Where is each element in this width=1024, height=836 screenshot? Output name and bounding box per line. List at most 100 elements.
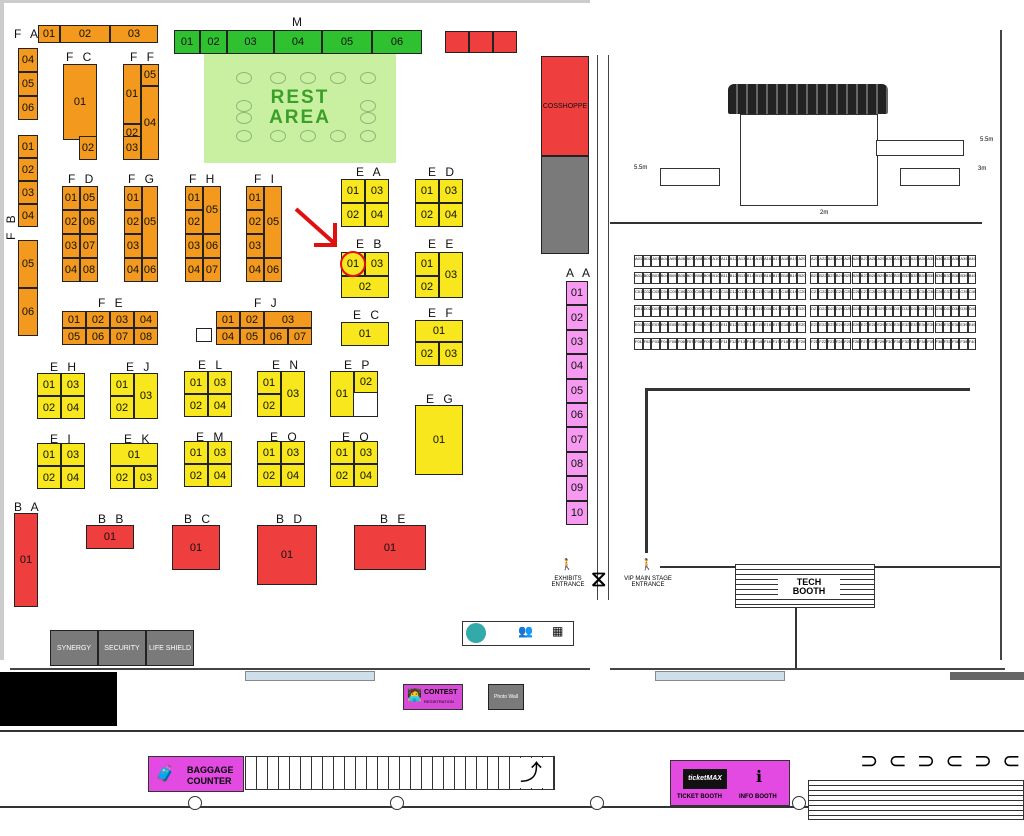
seat[interactable]: F04 — [659, 337, 669, 350]
booth-m-03[interactable]: 03 — [227, 30, 274, 54]
seat[interactable]: F22 — [818, 337, 827, 350]
seat[interactable]: F26 — [851, 337, 860, 350]
seat[interactable]: F34 — [917, 337, 927, 350]
seat[interactable]: A10 — [711, 255, 720, 267]
booth-ei-01[interactable]: 01 — [37, 443, 61, 466]
booth-ei-04[interactable]: 04 — [61, 466, 85, 489]
seat[interactable]: F02 — [642, 337, 652, 350]
seat[interactable]: C28 — [868, 288, 876, 300]
seat[interactable]: E18 — [780, 321, 789, 333]
seat[interactable]: B07 — [685, 271, 695, 284]
seat[interactable]: A07 — [685, 255, 695, 267]
seat[interactable]: B32 — [901, 271, 910, 284]
seat[interactable]: B38 — [951, 271, 960, 284]
seat[interactable]: D40 — [967, 304, 976, 317]
seat[interactable]: D17 — [771, 304, 781, 317]
booth-ea-02[interactable]: 02 — [341, 203, 365, 227]
booth-eh-04[interactable]: 04 — [61, 396, 85, 419]
booth-fa-col-06[interactable]: 06 — [18, 96, 38, 120]
seat[interactable]: D07 — [685, 304, 695, 317]
booth-aa-06[interactable]: 06 — [566, 403, 588, 428]
seat[interactable]: F21 — [810, 337, 819, 350]
synergy-booth[interactable]: SYNERGY — [50, 630, 98, 666]
booth-fj-02[interactable]: 02 — [240, 311, 264, 328]
booth-ee-01[interactable]: 01 — [415, 252, 439, 276]
booth-m-02[interactable]: 02 — [200, 30, 227, 54]
seat[interactable]: B29 — [876, 271, 885, 284]
booth-eq-02[interactable]: 02 — [330, 464, 354, 487]
seat[interactable]: C30 — [884, 288, 893, 300]
booth-ff-03[interactable]: 03 — [123, 136, 141, 160]
seat[interactable]: F36 — [934, 337, 943, 350]
seat[interactable]: C11 — [720, 288, 729, 300]
seat[interactable]: F23 — [826, 337, 835, 350]
seat[interactable]: E02 — [642, 321, 652, 333]
seat[interactable]: C14 — [745, 288, 755, 300]
seat[interactable]: E22 — [818, 321, 827, 333]
booth-m-05[interactable]: 05 — [322, 30, 372, 54]
exhibits-entrance[interactable]: EXHIBITS ENTRANCE — [546, 576, 590, 588]
booth-fe-04[interactable]: 04 — [134, 311, 158, 328]
seat[interactable]: C20 — [797, 288, 806, 300]
booth-fd-04[interactable]: 04 — [62, 258, 80, 282]
booth-eo-04[interactable]: 04 — [281, 464, 305, 487]
seat[interactable]: F28 — [868, 337, 877, 350]
seat[interactable]: B14 — [745, 271, 755, 284]
seat[interactable]: A38 — [951, 255, 960, 267]
seat[interactable]: D10 — [711, 304, 720, 317]
seat[interactable]: A39 — [959, 255, 968, 267]
seat[interactable]: E10 — [711, 321, 720, 333]
booth-eo-03[interactable]: 03 — [281, 441, 305, 464]
seat[interactable]: E11 — [720, 321, 729, 333]
seat[interactable]: E12 — [728, 321, 738, 333]
seat[interactable]: E01 — [634, 321, 643, 333]
booth-aa-10[interactable]: 10 — [566, 500, 588, 525]
seat[interactable]: A17 — [771, 255, 781, 267]
booth-ff-04[interactable]: 04 — [141, 86, 159, 160]
seat[interactable]: F25 — [843, 337, 852, 350]
meeting-room-3[interactable] — [493, 31, 517, 53]
booth-bb-01[interactable]: 01 — [86, 525, 134, 549]
seat[interactable]: D36 — [934, 304, 943, 317]
seat[interactable]: E04 — [659, 321, 669, 333]
seat[interactable]: F38 — [951, 337, 960, 350]
booth-ei-03[interactable]: 03 — [61, 443, 85, 466]
booth-eh-01[interactable]: 01 — [37, 373, 61, 396]
photo-wall[interactable]: Photo Wall — [488, 684, 524, 710]
booth-eh-03[interactable]: 03 — [61, 373, 85, 396]
seat[interactable]: D34 — [917, 304, 926, 317]
seat[interactable]: F31 — [893, 337, 902, 350]
seat[interactable]: D28 — [868, 304, 876, 317]
seat[interactable]: A20 — [797, 255, 806, 267]
booth-em-04[interactable]: 04 — [208, 464, 232, 487]
booth-ef-02[interactable]: 02 — [415, 342, 439, 366]
seat[interactable]: A03 — [651, 255, 660, 267]
booth-fd-01[interactable]: 01 — [62, 186, 80, 210]
seat[interactable]: C39 — [959, 288, 968, 300]
seat[interactable]: E37 — [942, 321, 952, 333]
booth-fg-02[interactable]: 02 — [124, 210, 142, 234]
booth-fd-03[interactable]: 03 — [62, 234, 80, 258]
seat[interactable]: F24 — [834, 337, 844, 350]
booth-ed-02[interactable]: 02 — [415, 203, 439, 227]
booth-fe-08[interactable]: 08 — [134, 328, 158, 345]
seat[interactable]: A02 — [642, 255, 652, 267]
seat[interactable]: C17 — [771, 288, 781, 300]
booth-fi-01[interactable]: 01 — [246, 186, 264, 210]
seat[interactable]: C08 — [694, 288, 703, 300]
seat[interactable]: D32 — [901, 304, 910, 317]
booth-ec-01[interactable]: 01 — [341, 322, 389, 346]
seat[interactable]: F11 — [720, 337, 729, 350]
seat[interactable]: F32 — [901, 337, 910, 350]
booth-fd-06[interactable]: 06 — [80, 210, 98, 234]
seat[interactable]: D25 — [843, 304, 852, 317]
booth-ei-02[interactable]: 02 — [37, 466, 61, 489]
seat[interactable]: B17 — [771, 271, 781, 284]
seat[interactable]: B16 — [763, 271, 772, 284]
seat[interactable]: C26 — [851, 288, 860, 300]
booth-fe-05[interactable]: 05 — [62, 328, 86, 345]
booth-ed-04[interactable]: 04 — [439, 203, 463, 227]
seat[interactable]: C05 — [668, 288, 677, 300]
booth-fd-02[interactable]: 02 — [62, 210, 80, 234]
seat[interactable]: F01 — [634, 337, 643, 350]
